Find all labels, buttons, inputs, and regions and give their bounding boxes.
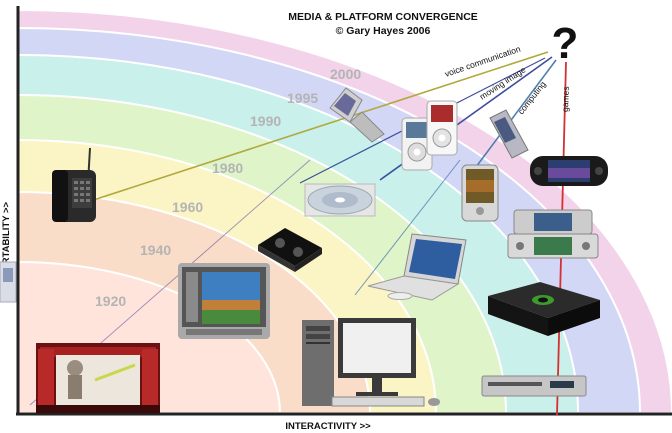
- cd-icon: [304, 183, 376, 217]
- y-axis-label: PORTABILITY >>: [1, 201, 12, 278]
- ipod-icon: [401, 100, 458, 171]
- tv-icon: [178, 263, 270, 339]
- voice-communication-line: [77, 51, 549, 206]
- diagram-title: MEDIA & PLATFORM CONVERGENCE: [288, 11, 478, 23]
- desktop-icon: [302, 318, 440, 407]
- era-year-1940: 1940: [140, 242, 171, 258]
- era-year-1960: 1960: [172, 199, 203, 215]
- era-year-1980: 1980: [212, 160, 243, 176]
- computing-line: [469, 59, 557, 176]
- psp-icon: [530, 156, 608, 186]
- ds-icon: [507, 209, 599, 259]
- small-device-icon: [0, 261, 17, 303]
- question-mark: ?: [552, 19, 579, 68]
- x-axis-label: INTERACTIVITY >>: [285, 421, 371, 432]
- era-year-1920: 1920: [95, 293, 126, 309]
- era-year-1990: 1990: [250, 113, 281, 129]
- laptop-icon: [367, 233, 467, 301]
- phone-icon: [52, 147, 96, 222]
- flip-phone-icon: [329, 87, 385, 143]
- computing-label: computing: [516, 79, 548, 116]
- pda-icon: [461, 164, 499, 222]
- diagram-subtitle: © Gary Hayes 2006: [336, 25, 431, 37]
- era-year-1995: 1995: [287, 90, 318, 106]
- moving-image-label: moving image: [478, 64, 528, 101]
- vhs-icon: [258, 228, 322, 272]
- cinema-icon: [36, 343, 160, 413]
- games-label: games: [560, 86, 571, 112]
- pocket-pc-icon: [489, 109, 529, 159]
- radial-guide-line: [354, 159, 461, 296]
- era-year-2000: 2000: [330, 66, 361, 82]
- xbox-icon: [488, 282, 600, 336]
- dvd-icon: [481, 375, 587, 397]
